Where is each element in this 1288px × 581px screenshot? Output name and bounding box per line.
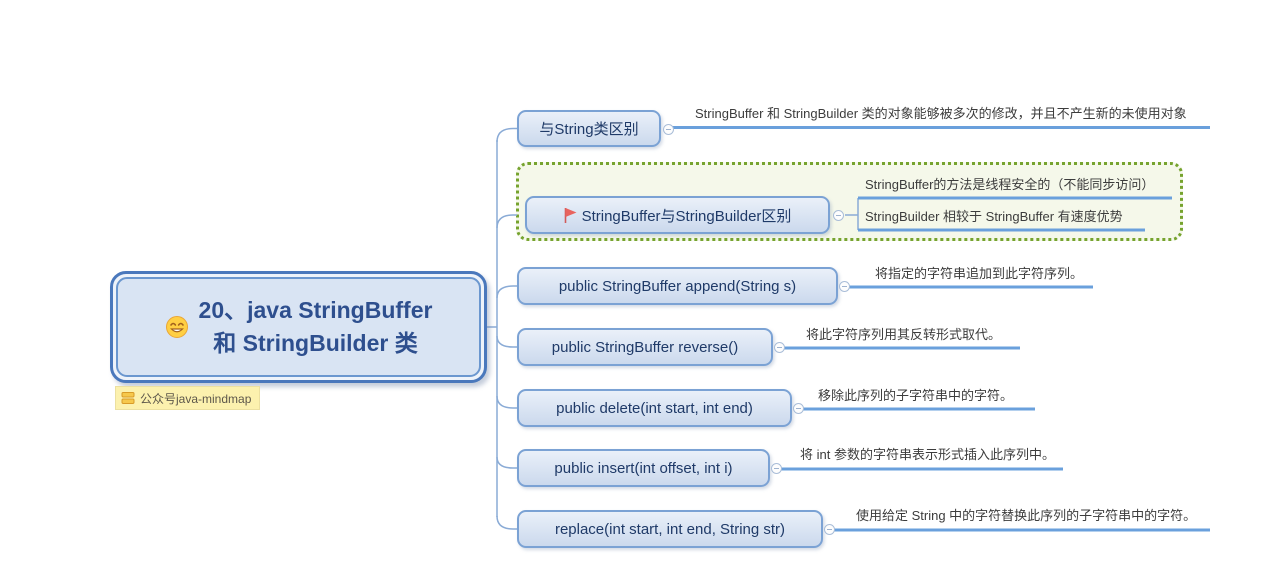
legend-icon	[121, 391, 135, 405]
topic-label: public delete(int start, int end)	[556, 399, 753, 417]
note-threadsafe[interactable]: StringBuffer的方法是线程安全的（不能同步访问）	[865, 177, 1155, 192]
topic-label: 与String类区别	[539, 121, 639, 138]
note-insert[interactable]: 将 int 参数的字符串表示形式插入此序列中。	[800, 447, 1055, 462]
collapse-icon[interactable]	[839, 281, 850, 292]
topic-buffer-vs-builder[interactable]: StringBuffer与StringBuilder区别	[525, 196, 830, 234]
watermark-text: 公众号java-mindmap	[140, 391, 252, 406]
topic-replace[interactable]: replace(int start, int end, String str)	[517, 510, 823, 548]
topic-label: public StringBuffer append(String s)	[558, 277, 797, 295]
topic-reverse[interactable]: public StringBuffer reverse()	[517, 328, 773, 366]
topic-string-difference[interactable]: 与String类区别	[517, 110, 661, 147]
collapse-icon[interactable]	[774, 342, 785, 353]
watermark-label: 公众号java-mindmap	[115, 386, 261, 410]
topic-append[interactable]: public StringBuffer append(String s)	[517, 267, 838, 305]
topic-label: StringBuffer与StringBuilder区别	[581, 207, 792, 225]
collapse-icon[interactable]	[663, 124, 674, 135]
topic-label: replace(int start, int end, String str)	[554, 520, 786, 538]
central-title-line1: 20、java StringBuffer	[198, 297, 433, 323]
central-topic[interactable]: 20、java StringBuffer 和 StringBuilder 类	[110, 271, 487, 383]
topic-insert[interactable]: public insert(int offset, int i)	[517, 449, 770, 487]
topic-delete[interactable]: public delete(int start, int end)	[517, 389, 792, 427]
smiley-icon	[165, 315, 189, 339]
topic-label: public insert(int offset, int i)	[554, 459, 733, 477]
collapse-icon[interactable]	[771, 463, 782, 474]
note-speed[interactable]: StringBuilder 相较于 StringBuffer 有速度优势	[865, 209, 1123, 224]
collapse-icon[interactable]	[793, 403, 804, 414]
collapse-icon[interactable]	[833, 210, 844, 221]
note-append[interactable]: 将指定的字符串追加到此字符序列。	[875, 266, 1084, 281]
central-title-line2: 和 StringBuilder 类	[213, 330, 418, 356]
topic-label: public StringBuffer reverse()	[551, 338, 739, 356]
collapse-icon[interactable]	[824, 524, 835, 535]
note-delete[interactable]: 移除此序列的子字符串中的字符。	[818, 388, 1014, 403]
note-reverse[interactable]: 将此字符序列用其反转形式取代。	[806, 327, 1002, 342]
note-string-difference[interactable]: StringBuffer 和 StringBuilder 类的对象能够被多次的修…	[695, 106, 1187, 121]
central-topic-inner: 20、java StringBuffer 和 StringBuilder 类	[116, 277, 481, 377]
note-replace[interactable]: 使用给定 String 中的字符替换此序列的子字符串中的字符。	[856, 508, 1197, 523]
central-topic-title: 20、java StringBuffer 和 StringBuilder 类	[199, 294, 433, 360]
red-flag-icon	[564, 207, 577, 224]
